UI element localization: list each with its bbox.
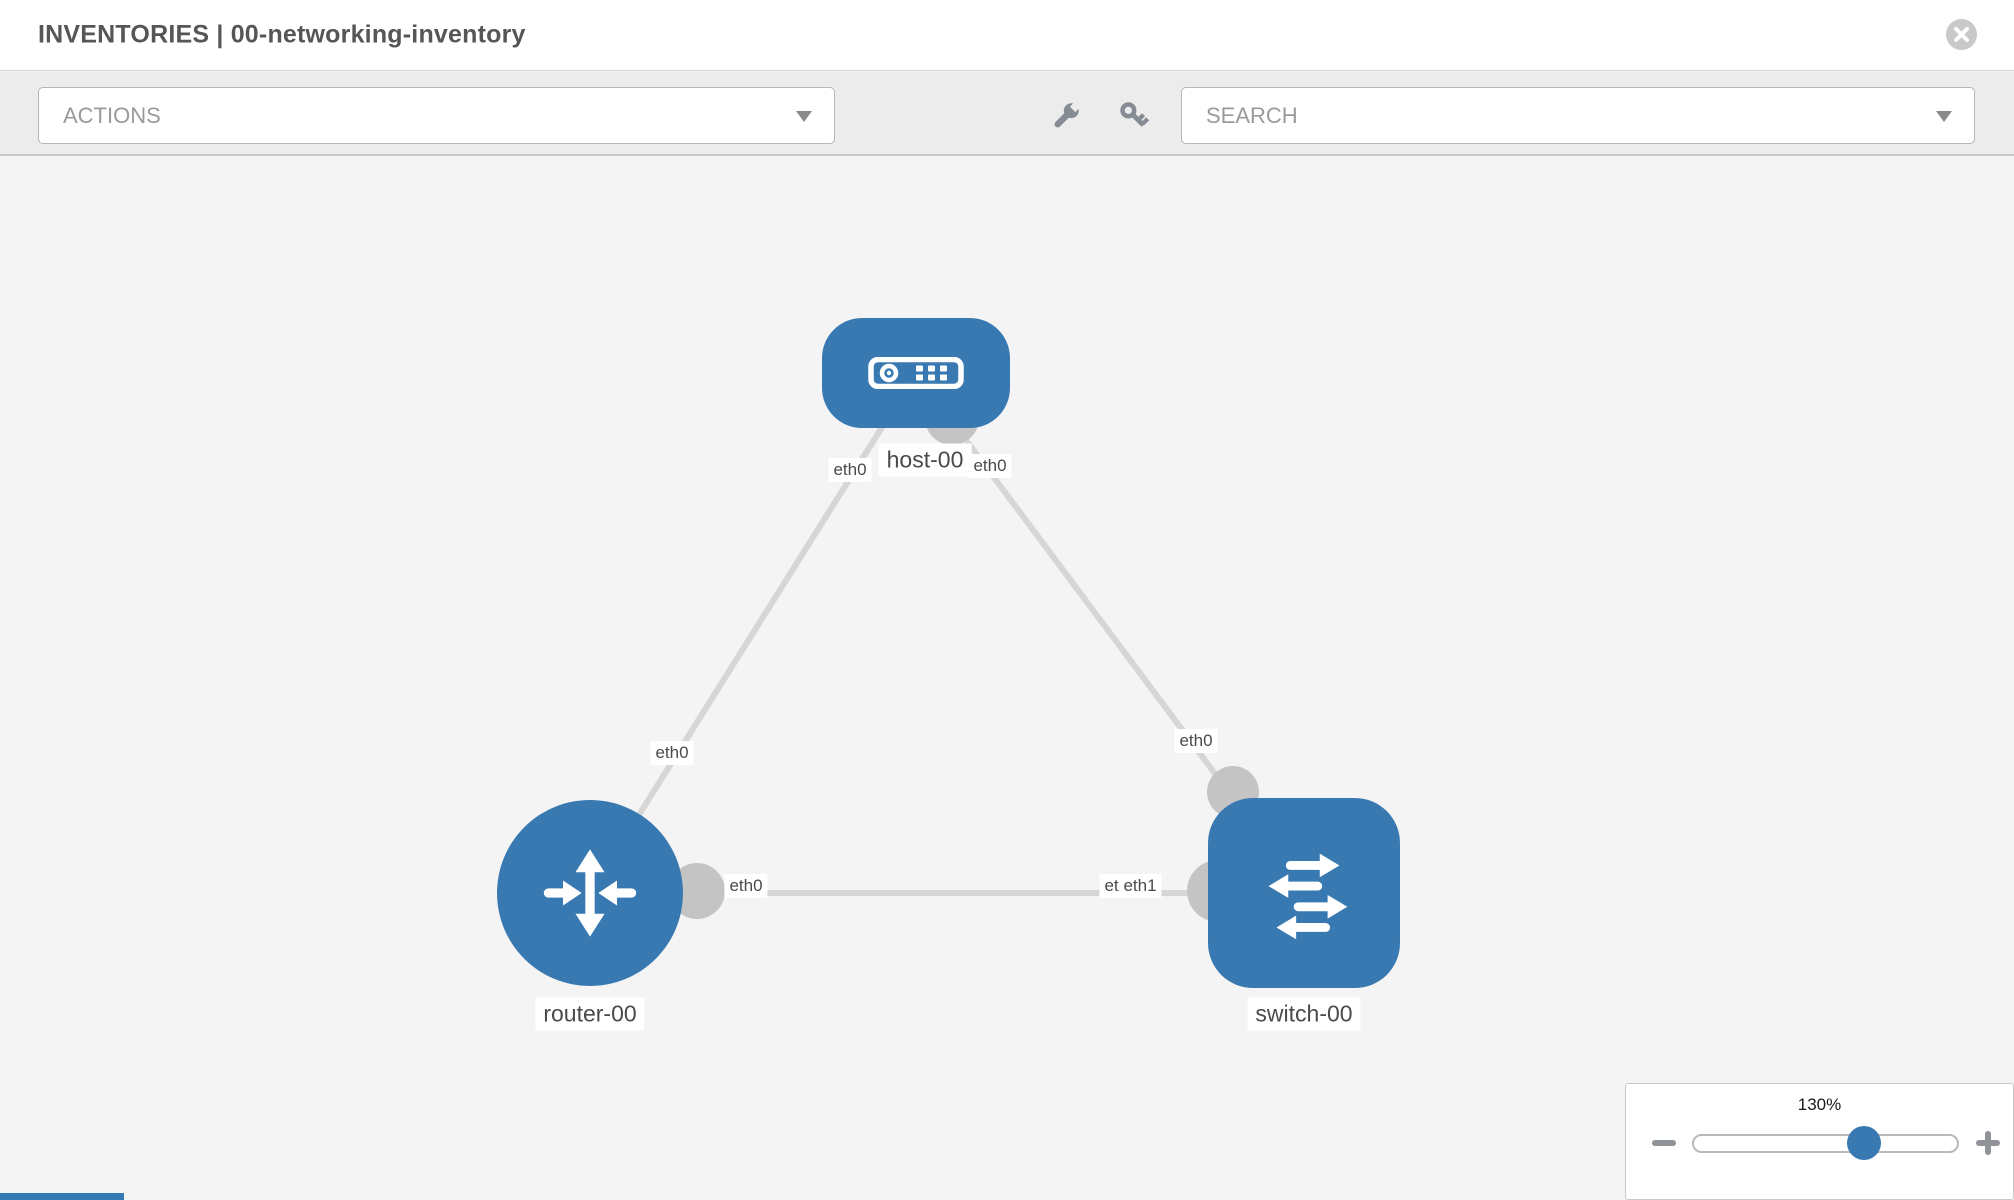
interface-label: eth0 <box>968 454 1012 478</box>
interface-label: eth1 <box>1118 874 1162 898</box>
legend-panel-edge <box>0 1193 124 1200</box>
node-host[interactable] <box>822 318 1010 428</box>
header: INVENTORIES | 00-networking-inventory <box>0 0 2014 71</box>
router-icon <box>543 849 637 937</box>
actions-dropdown-label: ACTIONS <box>63 102 161 128</box>
links-layer <box>587 371 1307 922</box>
host-icon <box>868 357 964 389</box>
plus-icon <box>1985 1131 1991 1155</box>
switch-icon <box>1268 853 1348 940</box>
key-icon <box>1120 102 1150 127</box>
zoom-out-button[interactable] <box>1650 1129 1678 1157</box>
zoom-slider-thumb[interactable] <box>1847 1126 1881 1160</box>
close-button[interactable] <box>1946 19 1977 50</box>
zoom-level: 130% <box>1797 1095 1842 1114</box>
wrench-button[interactable] <box>1049 99 1083 133</box>
node-router[interactable] <box>497 800 683 986</box>
dropdown-caret-icon <box>1936 110 1952 122</box>
interface-label: eth0 <box>724 874 768 898</box>
page-title: INVENTORIES | 00-networking-inventory <box>38 20 526 49</box>
dropdown-caret-icon <box>796 110 812 122</box>
node-switch[interactable] <box>1208 798 1400 988</box>
interface-label: eth0 <box>650 741 694 765</box>
search-dropdown-label: SEARCH <box>1206 102 1298 128</box>
key-button[interactable] <box>1117 99 1151 133</box>
zoom-in-button[interactable] <box>1974 1129 2002 1157</box>
node-label-switch: switch-00 <box>1247 997 1361 1031</box>
zoom-panel: 130% <box>1625 1083 2014 1200</box>
interface-label: eth0 <box>828 458 872 482</box>
interface-label: eth0 <box>1174 729 1218 753</box>
toolbar: ACTIONS SEARCH <box>0 72 2014 156</box>
topology-canvas[interactable]: eth0 eth0 eth0 eth0 eth0 eth0 eth1 host-… <box>0 156 2014 1200</box>
minus-icon <box>1652 1140 1676 1146</box>
wrench-icon <box>1054 101 1081 128</box>
link-endpoint-circle <box>669 863 725 919</box>
search-dropdown[interactable]: SEARCH <box>1181 87 1975 144</box>
node-label-host: host-00 <box>878 443 972 477</box>
actions-dropdown[interactable]: ACTIONS <box>38 87 835 144</box>
node-label-router: router-00 <box>535 997 645 1031</box>
close-icon <box>1954 27 1969 42</box>
zoom-slider-track[interactable] <box>1692 1134 1959 1153</box>
